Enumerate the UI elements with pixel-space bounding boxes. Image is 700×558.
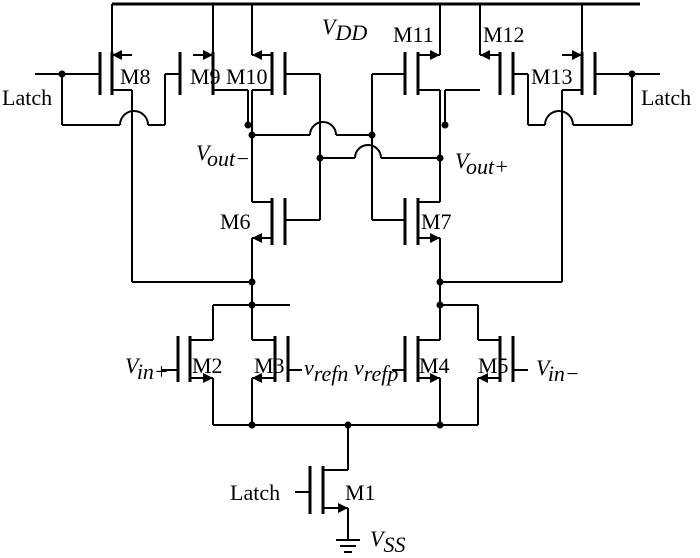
label-m1: M1 xyxy=(345,480,376,505)
transistor-m12 xyxy=(445,4,528,95)
label-vrefn: vrefn xyxy=(304,355,348,386)
label-m6: M6 xyxy=(220,209,251,234)
label-vout-minus: Vout− xyxy=(196,140,250,171)
label-m11: M11 xyxy=(393,22,434,47)
label-m4: M4 xyxy=(419,353,450,378)
label-m13: M13 xyxy=(531,64,573,89)
label-m12: M12 xyxy=(483,22,525,47)
transistor-m13 xyxy=(561,4,597,112)
label-latch-left: Latch xyxy=(2,85,52,110)
vout-minus-node xyxy=(244,90,376,202)
transistor-m8 xyxy=(98,4,133,112)
label-vss: VSS xyxy=(370,526,405,557)
label-m7: M7 xyxy=(421,209,452,234)
label-vrefp: vrefp xyxy=(354,355,398,386)
label-m10: M10 xyxy=(226,64,268,89)
transistor-m6 xyxy=(251,198,320,305)
transistor-m10 xyxy=(251,4,320,135)
latch-right-wiring xyxy=(527,70,660,126)
input-pair-right xyxy=(392,304,528,425)
label-vin-plus: Vin+ xyxy=(125,353,169,384)
label-m8: M8 xyxy=(120,64,151,89)
label-vdd: VDD xyxy=(322,14,367,45)
transistor-m9 xyxy=(165,4,248,95)
transistor-m11 xyxy=(372,4,441,135)
vout-plus-node xyxy=(316,74,449,220)
transistor-m1 xyxy=(295,425,349,540)
label-m9: M9 xyxy=(190,64,221,89)
label-m3: M3 xyxy=(254,353,285,378)
input-pair-left xyxy=(162,304,302,425)
latch-left-wiring xyxy=(35,70,166,126)
label-m2: M2 xyxy=(192,353,223,378)
ground-symbol xyxy=(336,539,360,553)
transistor-m7 xyxy=(372,198,441,305)
label-latch-right: Latch xyxy=(641,85,691,110)
label-m5: M5 xyxy=(478,353,509,378)
label-vin-minus: Vin− xyxy=(536,355,580,386)
label-vout-plus: Vout+ xyxy=(455,148,509,179)
label-latch-bottom: Latch xyxy=(230,480,280,505)
